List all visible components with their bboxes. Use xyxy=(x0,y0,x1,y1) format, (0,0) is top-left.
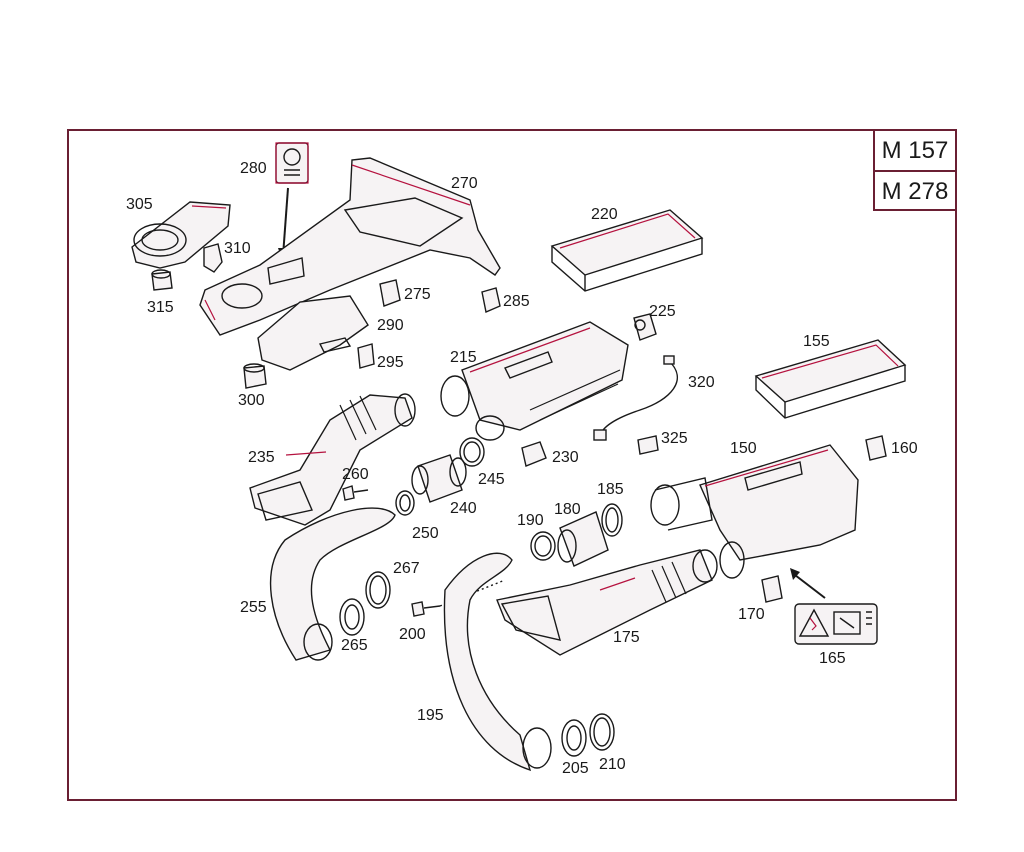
part-215-filter-housing xyxy=(440,321,629,441)
part-270-engine-cover xyxy=(199,157,501,336)
label-200: 200 xyxy=(399,626,426,643)
label-175: 175 xyxy=(613,629,640,646)
label-205: 205 xyxy=(562,760,589,777)
label-250: 250 xyxy=(412,525,439,542)
model-designation-box: M 157 M 278 xyxy=(873,129,957,211)
label-310: 310 xyxy=(224,240,251,257)
label-155: 155 xyxy=(803,333,830,350)
part-labels: 305 310 315 280 270 220 275 285 225 290 … xyxy=(126,160,918,777)
part-295-clip xyxy=(357,343,375,369)
label-325: 325 xyxy=(661,430,688,447)
label-170: 170 xyxy=(738,606,765,623)
label-290: 290 xyxy=(377,317,404,334)
part-155-air-filter xyxy=(754,339,907,419)
part-255-hose xyxy=(269,507,396,661)
part-180-sensor-housing xyxy=(557,511,609,567)
label-260: 260 xyxy=(342,466,369,483)
part-265-seal xyxy=(339,598,365,636)
part-240-air-mass-sensor xyxy=(411,454,467,503)
label-255: 255 xyxy=(240,599,267,616)
label-270: 270 xyxy=(451,175,478,192)
part-325-clip xyxy=(637,435,659,455)
label-220: 220 xyxy=(591,206,618,223)
part-230-bracket xyxy=(521,441,547,467)
label-240: 240 xyxy=(450,500,477,517)
part-285-clip xyxy=(481,287,501,313)
label-280: 280 xyxy=(240,160,267,177)
label-190: 190 xyxy=(517,512,544,529)
part-170-clip xyxy=(761,575,783,603)
part-250-clamp xyxy=(395,490,415,516)
part-220-air-filter xyxy=(550,209,704,292)
label-315: 315 xyxy=(147,299,174,316)
label-160: 160 xyxy=(891,440,918,457)
label-225: 225 xyxy=(649,303,676,320)
part-210-clamp xyxy=(589,713,615,751)
part-185-clamp xyxy=(601,503,623,537)
label-300: 300 xyxy=(238,392,265,409)
label-215: 215 xyxy=(450,349,477,366)
part-160-sensor xyxy=(865,435,887,461)
part-225-sensor xyxy=(633,313,657,341)
part-310-clip xyxy=(203,243,223,273)
label-295: 295 xyxy=(377,354,404,371)
label-210: 210 xyxy=(599,756,626,773)
label-165: 165 xyxy=(819,650,846,667)
label-195: 195 xyxy=(417,707,444,724)
part-205-seal xyxy=(561,719,587,757)
label-150: 150 xyxy=(730,440,757,457)
label-285: 285 xyxy=(503,293,530,310)
part-300-grommet xyxy=(243,363,267,389)
part-267-clamp xyxy=(365,571,391,609)
label-180: 180 xyxy=(554,501,581,518)
part-150-filter-housing xyxy=(650,444,859,579)
part-165-warning-label xyxy=(794,603,878,645)
label-245: 245 xyxy=(478,471,505,488)
part-320-wiring xyxy=(593,355,679,441)
part-245-clamp xyxy=(459,437,485,467)
label-235: 235 xyxy=(248,449,275,466)
part-175-intake-duct xyxy=(496,549,718,656)
label-267: 267 xyxy=(393,560,420,577)
part-315-grommet xyxy=(151,269,173,291)
part-305-intake-snorkel xyxy=(131,201,231,269)
part-190-clamp xyxy=(530,531,556,561)
label-275: 275 xyxy=(404,286,431,303)
part-235-intake-duct xyxy=(249,393,416,526)
part-280-warning-label xyxy=(275,142,309,184)
model-m157: M 157 xyxy=(881,136,949,164)
label-185: 185 xyxy=(597,481,624,498)
diagram-frame xyxy=(67,129,957,801)
label-230: 230 xyxy=(552,449,579,466)
label-265: 265 xyxy=(341,637,368,654)
part-290-air-guide xyxy=(257,295,369,371)
label-305: 305 xyxy=(126,196,153,213)
part-195-hose xyxy=(443,552,552,772)
model-m278: M 278 xyxy=(875,170,955,211)
label-320: 320 xyxy=(688,374,715,391)
part-260-bolt xyxy=(342,485,369,501)
part-275-clip xyxy=(379,279,401,307)
